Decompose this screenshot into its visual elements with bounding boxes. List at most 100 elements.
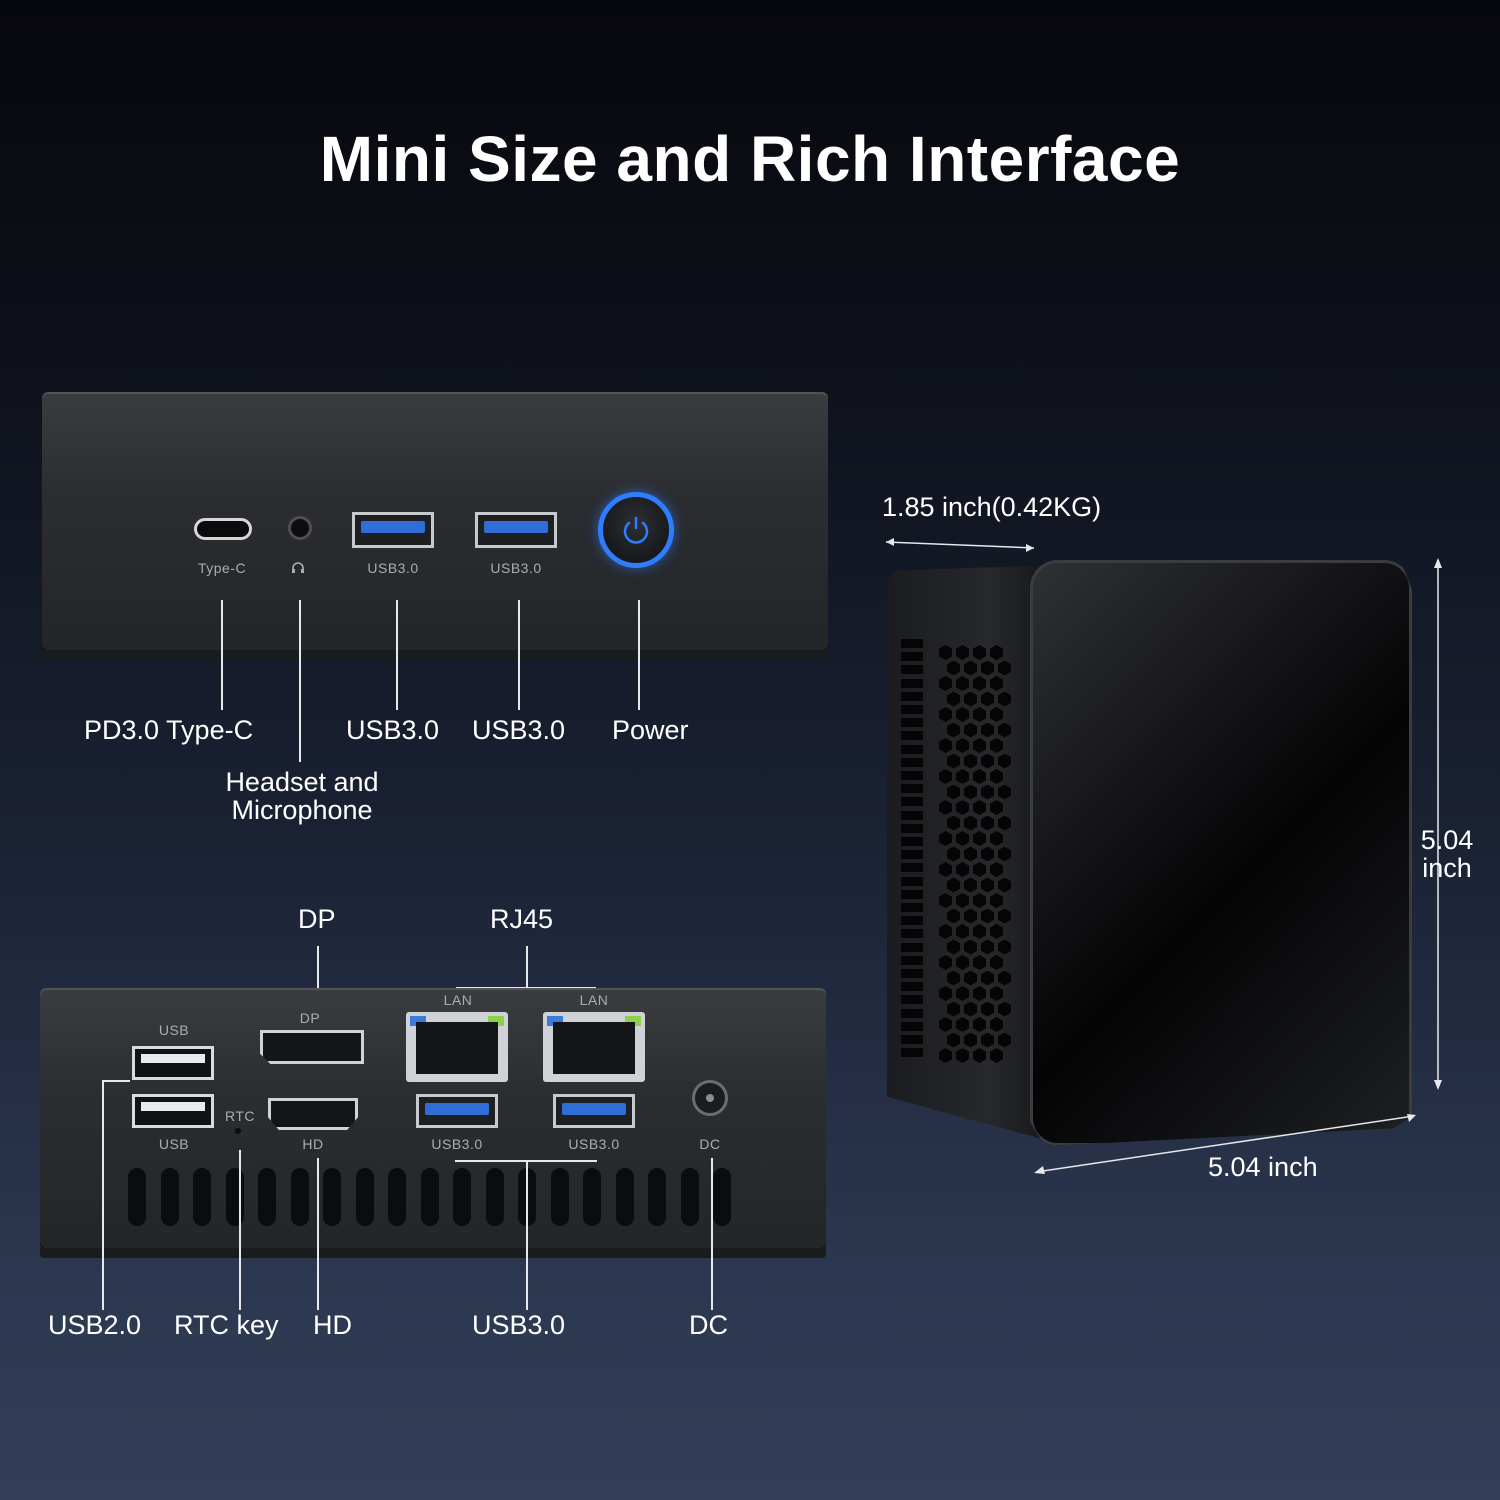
side-slot xyxy=(901,1021,923,1031)
hex-vent xyxy=(998,784,1011,800)
hex-vent xyxy=(990,924,1003,939)
hex-vent xyxy=(973,1048,986,1063)
usb-bottom-label: USB xyxy=(158,1136,190,1152)
hex-vent xyxy=(973,924,986,939)
hex-vent xyxy=(973,955,986,970)
side-slot xyxy=(901,850,923,860)
hex-vent xyxy=(939,769,952,784)
vent-slot xyxy=(193,1168,211,1226)
vent-slot xyxy=(323,1168,341,1226)
side-slot xyxy=(901,705,923,714)
side-slot xyxy=(901,942,923,952)
callout-rtc-key: RTC key xyxy=(174,1310,279,1340)
hex-vent xyxy=(956,738,969,753)
hex-vent xyxy=(964,970,977,986)
side-slot xyxy=(901,969,923,978)
hex-vent xyxy=(981,784,994,800)
hex-vent xyxy=(998,1001,1011,1017)
hex-vent xyxy=(990,738,1003,753)
side-slot xyxy=(901,718,923,728)
side-slot xyxy=(901,929,923,939)
vent-slot xyxy=(485,1168,504,1226)
hex-vent xyxy=(947,1032,960,1048)
headset-icon xyxy=(290,560,306,576)
dimension-depth-value: 5.04 xyxy=(1420,825,1474,855)
vent-slot xyxy=(583,1168,601,1226)
hex-vent xyxy=(956,1048,969,1063)
hex-vent xyxy=(947,691,960,707)
hex-vent xyxy=(990,1017,1003,1032)
hex-vent xyxy=(956,831,969,846)
side-slot xyxy=(901,678,923,688)
headset-jack xyxy=(288,516,312,540)
usb3-port-front-b xyxy=(475,512,557,548)
hex-vent xyxy=(939,986,952,1001)
hex-vent xyxy=(956,1017,969,1032)
side-slot xyxy=(901,995,923,1005)
hex-vent xyxy=(939,676,952,691)
hex-vent xyxy=(998,908,1011,924)
hex-vent xyxy=(956,676,969,691)
side-slot xyxy=(901,837,923,846)
callout-usb3-rear: USB3.0 xyxy=(472,1310,566,1340)
hex-vent xyxy=(939,1048,952,1063)
side-slot xyxy=(901,691,923,701)
hex-vent xyxy=(964,877,977,893)
side-slot xyxy=(901,797,923,807)
vent-slot xyxy=(355,1168,374,1226)
hex-vent xyxy=(956,707,969,722)
hex-vent xyxy=(956,955,969,970)
hex-vent xyxy=(990,707,1003,722)
hex-vent xyxy=(998,815,1011,831)
hex-vent xyxy=(990,800,1003,815)
vent-slot xyxy=(615,1168,634,1226)
page-title: Mini Size and Rich Interface xyxy=(319,123,1181,195)
hex-vent xyxy=(964,753,977,769)
side-slot xyxy=(901,771,923,780)
usb3-rear-a-label: USB3.0 xyxy=(431,1136,483,1152)
hex-vent xyxy=(939,645,952,660)
usb3-port-front-a xyxy=(352,512,434,548)
usb3-port-rear-a xyxy=(416,1094,498,1128)
vent-slot xyxy=(128,1168,146,1226)
hex-vent xyxy=(973,676,986,691)
hex-vent xyxy=(947,753,960,769)
vent-slot xyxy=(160,1168,179,1226)
hex-vent xyxy=(973,738,986,753)
hex-vent xyxy=(964,1001,977,1017)
hex-vent xyxy=(947,846,960,862)
hex-vent xyxy=(964,908,977,924)
callout-dp: DP xyxy=(298,904,336,934)
hex-vent xyxy=(939,1017,952,1032)
hex-vent xyxy=(998,753,1011,769)
hex-vent xyxy=(939,955,952,970)
hex-vent xyxy=(964,939,977,955)
hex-vent xyxy=(939,707,952,722)
callout-dc: DC xyxy=(689,1310,728,1340)
usb3-rear-b-label: USB3.0 xyxy=(568,1136,620,1152)
hex-vent xyxy=(998,1032,1011,1048)
hex-vent xyxy=(964,815,977,831)
side-vent-slots xyxy=(901,639,931,1069)
hex-vent xyxy=(956,645,969,660)
hex-vent xyxy=(947,1001,960,1017)
hex-vent xyxy=(956,986,969,1001)
rj45-port-a xyxy=(406,1012,508,1082)
hex-vent xyxy=(981,1001,994,1017)
power-button xyxy=(598,492,674,568)
side-slot xyxy=(901,823,923,833)
callout-headset-line2: Microphone xyxy=(231,795,373,825)
vent-slot xyxy=(290,1168,309,1226)
lan-a-label: LAN xyxy=(443,992,473,1008)
vent-slot xyxy=(453,1168,471,1226)
side-slot xyxy=(901,863,923,873)
hex-vent xyxy=(973,800,986,815)
side-slot xyxy=(901,955,923,965)
hex-vent xyxy=(981,691,994,707)
hex-vent xyxy=(947,970,960,986)
rtc-label: RTC xyxy=(224,1108,256,1124)
hex-vent xyxy=(981,722,994,738)
hex-vent xyxy=(998,877,1011,893)
hex-vent xyxy=(981,846,994,862)
hex-vent xyxy=(990,645,1003,660)
